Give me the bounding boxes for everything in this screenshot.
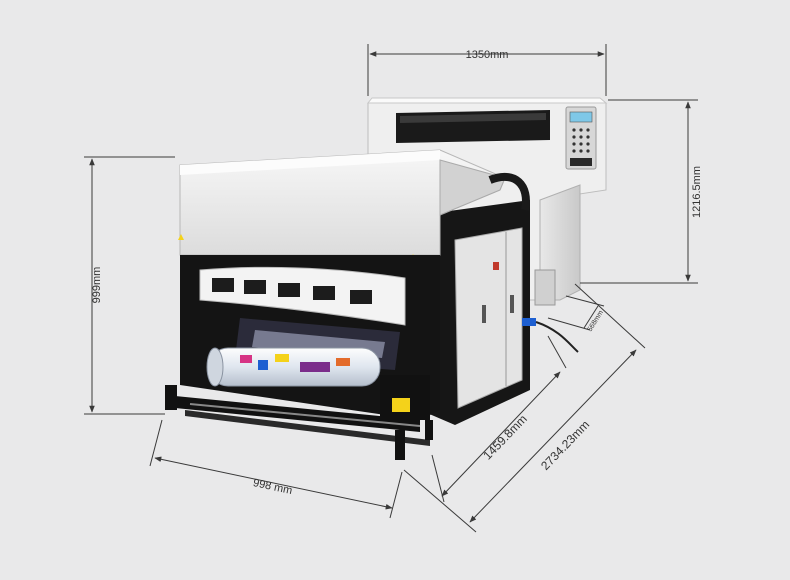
warning-sticker-icon [392, 398, 410, 412]
dimension-gap: 568mm [587, 309, 605, 333]
dimension-front-width: 998 mm [252, 477, 293, 497]
roll-print-colors-icon [240, 354, 350, 372]
printer-window-reflection [400, 113, 546, 123]
lower-rail [185, 410, 430, 446]
dimension-total-length: 2734.23mm [538, 418, 592, 473]
control-buttons-icon [572, 128, 590, 153]
roll-end [206, 347, 224, 387]
power-cable [535, 321, 579, 353]
take-up-motor [380, 375, 430, 420]
cabinet-handle-icon [482, 305, 486, 323]
dimension-right-height: 1216.5mm [691, 166, 703, 218]
brand-logo-icon [570, 158, 592, 166]
cabinet-side-panel [454, 227, 523, 409]
powder-shaker-unit [165, 149, 579, 460]
hood-side [439, 159, 506, 216]
vent-grilles-icon [212, 278, 372, 304]
caster-leg [395, 430, 405, 460]
caster-leg [425, 420, 433, 440]
warning-label-icon [493, 262, 499, 270]
dimension-left-height: 999mm [91, 267, 103, 304]
printer-lid [366, 97, 608, 104]
exhaust-pipe [488, 172, 530, 211]
rail-support [165, 385, 177, 410]
film-roll [209, 347, 381, 387]
chrome-rod [189, 403, 421, 427]
hood-top-edge [180, 150, 440, 175]
printer-leg [534, 269, 556, 306]
lcd-screen-icon [569, 111, 593, 123]
caution-triangle-icon [178, 234, 184, 240]
blue-connector-icon [522, 318, 536, 326]
cabinet-handle-icon [510, 295, 514, 313]
dimension-lines [84, 44, 698, 533]
dimension-top-width: 1350mm [466, 49, 509, 61]
dimension-depth: 1459.8mm [480, 412, 529, 463]
